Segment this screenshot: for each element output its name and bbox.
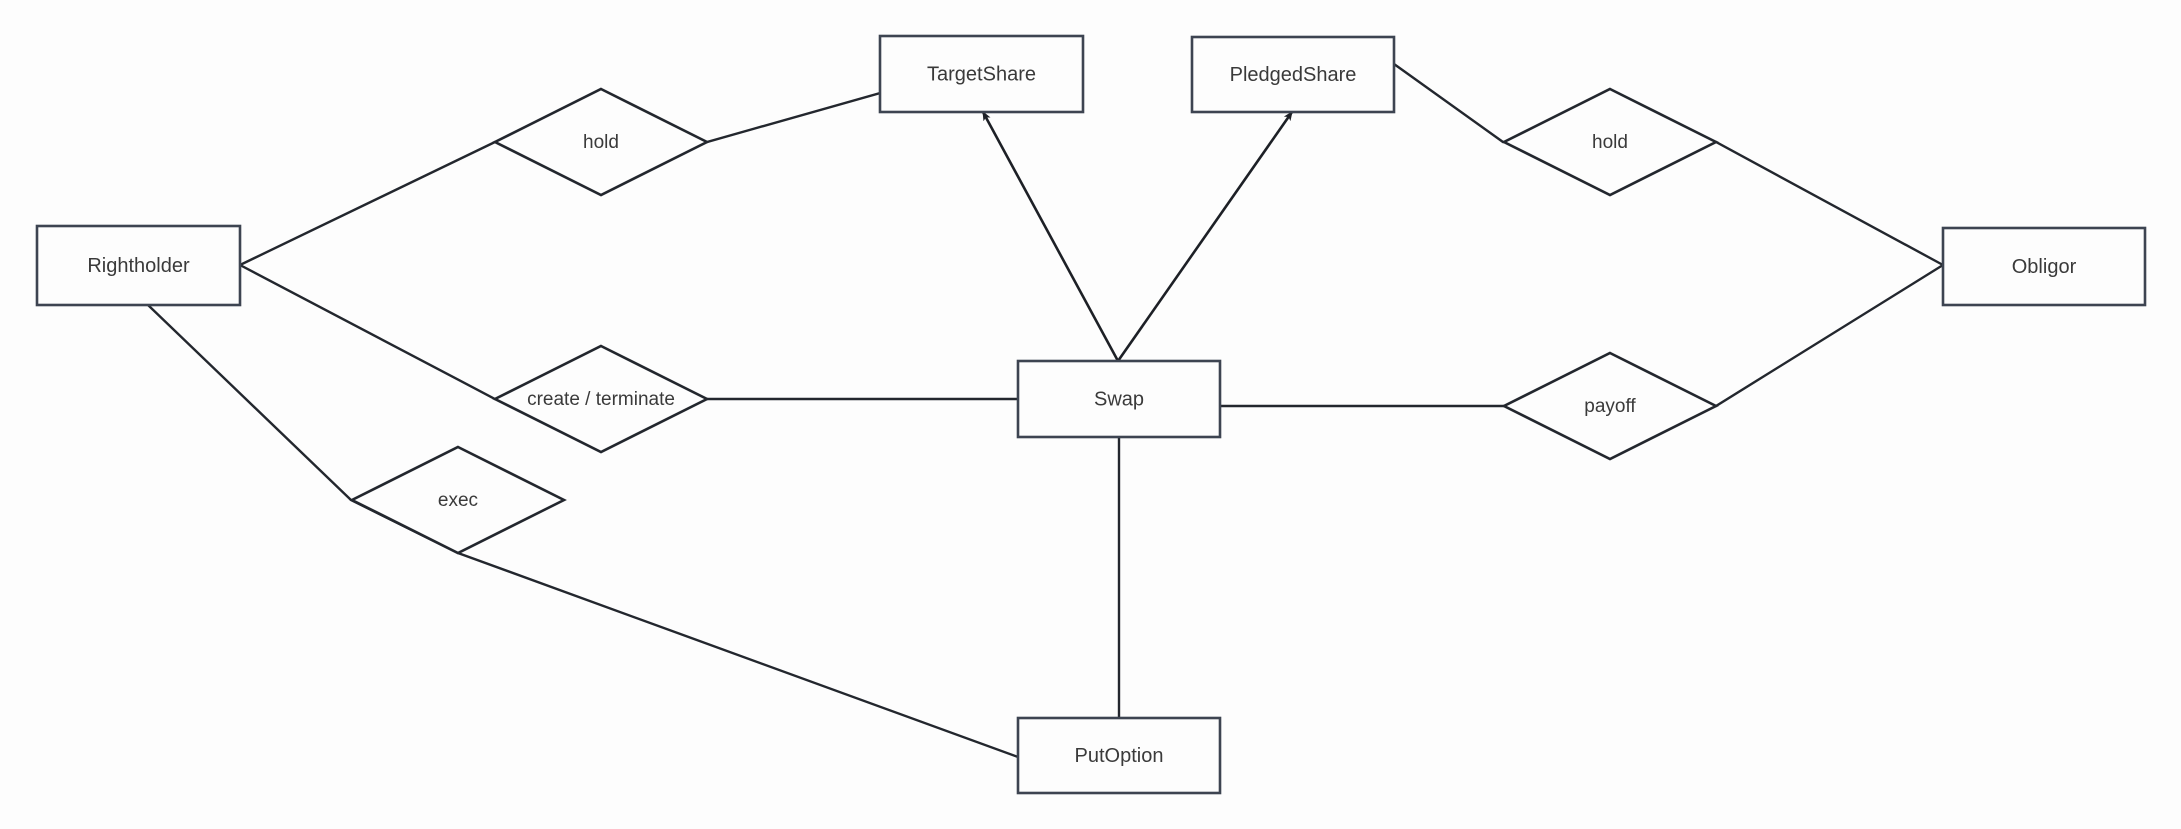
entity-putoption[interactable]: PutOption xyxy=(1016,716,1222,795)
entity-rightholder-label: Rightholder xyxy=(87,255,190,277)
entity-putoption-label: PutOption xyxy=(1075,745,1164,767)
relationship-hold-left-shape[interactable] xyxy=(492,87,710,197)
entity-pledgedshare-label: PledgedShare xyxy=(1230,64,1357,86)
entity-pledgedshare-box[interactable] xyxy=(1190,35,1396,114)
relationship-create-terminate-label: create / terminate xyxy=(527,389,675,410)
entity-obligor-box[interactable] xyxy=(1941,226,2147,307)
relationship-hold-right[interactable]: hold xyxy=(1501,87,1719,197)
relationship-payoff-label: payoff xyxy=(1584,396,1636,417)
entity-pledgedshare[interactable]: PledgedShare xyxy=(1190,35,1396,114)
relationship-hold-right-label: hold xyxy=(1592,132,1628,153)
relationship-create-terminate-shape[interactable] xyxy=(492,344,710,454)
edge-swap-pledgedshare-arrow xyxy=(1116,111,1294,362)
entity-swap-label: Swap xyxy=(1094,388,1144,410)
entity-targetshare[interactable]: TargetShare xyxy=(878,34,1085,114)
entity-rightholder[interactable]: Rightholder xyxy=(35,224,242,307)
entity-obligor-label: Obligor xyxy=(2012,256,2077,278)
relationship-payoff-shape[interactable] xyxy=(1501,351,1719,461)
entity-targetshare-box[interactable] xyxy=(878,34,1085,114)
entity-putoption-box[interactable] xyxy=(1016,716,1222,795)
entity-rightholder-box[interactable] xyxy=(35,224,242,307)
relationship-hold-right-shape[interactable] xyxy=(1501,87,1719,197)
relationship-create-terminate[interactable]: create / terminate xyxy=(492,344,710,454)
relationship-exec-shape[interactable] xyxy=(349,445,567,555)
entity-targetshare-label: TargetShare xyxy=(927,63,1036,85)
relationship-exec[interactable]: exec xyxy=(349,445,567,555)
relationship-exec-label: exec xyxy=(438,490,478,511)
relationship-layer: hold create / terminate exec hold payoff xyxy=(349,87,1719,555)
edge-swap-targetshare-arrow xyxy=(981,111,1120,362)
relationship-hold-left[interactable]: hold xyxy=(492,87,710,197)
entity-layer: Rightholder TargetShare PledgedShare Obl… xyxy=(35,34,2147,795)
entity-swap-box[interactable] xyxy=(1016,359,1222,439)
entity-obligor[interactable]: Obligor xyxy=(1941,226,2147,307)
entity-swap[interactable]: Swap xyxy=(1016,359,1222,439)
relationship-hold-left-label: hold xyxy=(583,132,619,153)
relationship-payoff[interactable]: payoff xyxy=(1501,351,1719,461)
